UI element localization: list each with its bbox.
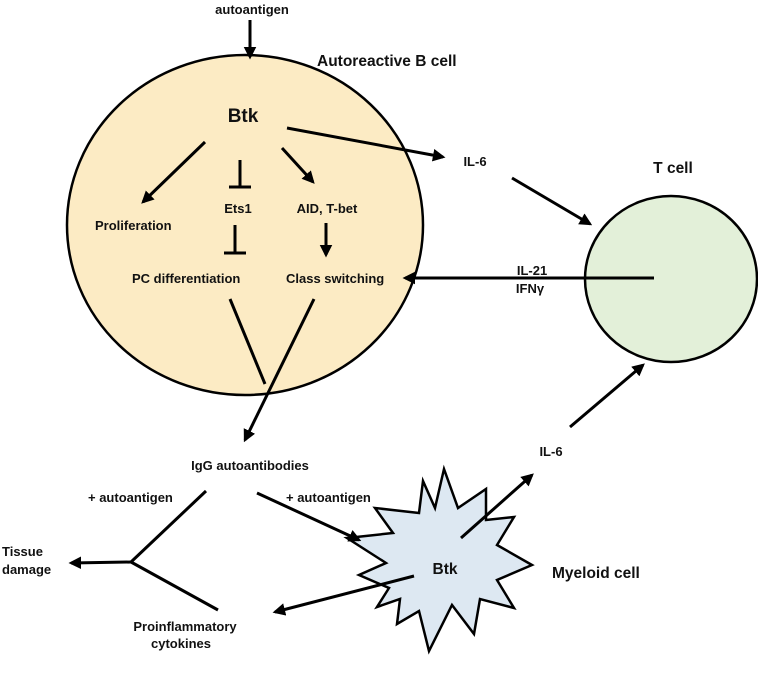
arrow-btk-to-proliferation	[141, 140, 207, 204]
label-tissue: Tissue	[2, 544, 43, 559]
label-proliferation: Proliferation	[95, 218, 172, 233]
line-pc-diff-merge	[228, 298, 267, 385]
label-ets1: Ets1	[224, 201, 251, 216]
label-ifng: IFNγ	[516, 281, 545, 296]
label-b-cell-title: Autoreactive B cell	[317, 53, 457, 70]
label-il21: IL-21	[517, 263, 547, 278]
arrow-il6-to-t-cell-bottom	[569, 363, 645, 429]
label-pc-differentiation: PC differentiation	[132, 271, 240, 286]
arrow-class-switching-to-igg	[243, 298, 316, 443]
label-btk-myeloid: Btk	[433, 561, 458, 578]
arrow-btk-to-aid-tbet	[280, 146, 315, 184]
label-myeloid-cell: Myeloid cell	[552, 565, 640, 582]
arrow-branch-to-tissue-damage	[68, 556, 132, 570]
arrow-btk-to-il6	[286, 126, 446, 162]
arrow-myeloid-to-il6	[460, 473, 534, 540]
arrow-btk-to-proinflammatory	[272, 574, 415, 616]
myeloid-cell	[343, 464, 535, 655]
label-cytokines: cytokines	[151, 636, 211, 651]
label-btk-b-cell: Btk	[228, 106, 259, 127]
label-autoantigen-right: + autoantigen	[286, 490, 371, 505]
line-cytokines-to-branch	[130, 560, 219, 612]
label-igg-autoantibodies: IgG autoantibodies	[191, 458, 309, 473]
label-class-switching: Class switching	[286, 271, 384, 286]
arrow-il6-to-t-cell	[511, 176, 593, 226]
label-autoantigen-top: autoantigen	[215, 2, 289, 17]
label-damage: damage	[2, 562, 51, 577]
line-igg-to-tissue-branch	[129, 489, 208, 564]
label-t-cell-title: T cell	[653, 160, 693, 177]
label-proinflammatory: Proinflammatory	[133, 619, 237, 634]
arrow-igg-to-myeloid	[256, 491, 362, 542]
label-autoantigen-left: + autoantigen	[88, 490, 173, 505]
label-il6-bottom: IL-6	[539, 444, 562, 459]
label-il6-top: IL-6	[463, 154, 486, 169]
label-aid-tbet: AID, T-bet	[297, 201, 358, 216]
